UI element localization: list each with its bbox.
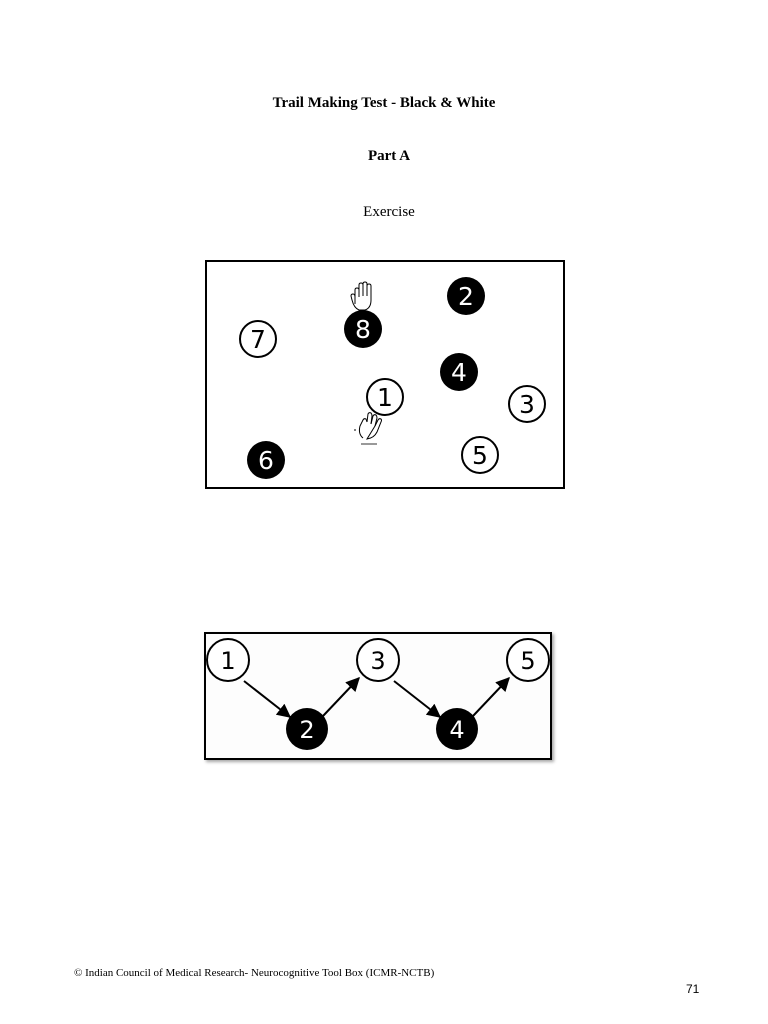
exercise-diagram: 2 8 7 4 1 3 5 6 bbox=[239, 277, 546, 479]
svg-text:1: 1 bbox=[377, 383, 393, 412]
circle-8: 8 bbox=[344, 310, 382, 348]
svg-text:1: 1 bbox=[220, 647, 235, 675]
arrow-1-to-2 bbox=[243, 680, 292, 718]
svg-text:5: 5 bbox=[520, 647, 535, 675]
svg-text:4: 4 bbox=[451, 358, 467, 387]
svg-text:2: 2 bbox=[299, 716, 314, 744]
exercise-box: 2 8 7 4 1 3 5 6 bbox=[205, 260, 565, 489]
sample-path-box: 1 2 3 4 5 bbox=[204, 632, 552, 760]
circle-5: 5 bbox=[461, 436, 499, 474]
page-title: Trail Making Test - Black & White bbox=[272, 95, 496, 111]
svg-text:3: 3 bbox=[370, 647, 385, 675]
sample-circle-1: 1 bbox=[206, 638, 250, 682]
circle-4: 4 bbox=[440, 353, 478, 391]
svg-text:6: 6 bbox=[258, 446, 274, 475]
hand-end-icon bbox=[350, 281, 372, 311]
circle-3: 3 bbox=[508, 385, 546, 423]
sample-circle-2: 2 bbox=[286, 708, 328, 750]
copyright-footer: © Indian Council of Medical Research- Ne… bbox=[74, 967, 435, 979]
part-heading: Part A bbox=[367, 148, 411, 164]
circle-6: 6 bbox=[247, 441, 285, 479]
circle-2: 2 bbox=[447, 277, 485, 315]
sample-circle-3: 3 bbox=[356, 638, 400, 682]
page-number: 71 bbox=[686, 982, 700, 996]
arrow-4-to-5 bbox=[472, 676, 510, 717]
circle-1: 1 bbox=[366, 378, 404, 416]
svg-text:2: 2 bbox=[458, 282, 474, 311]
arrow-3-to-4 bbox=[393, 680, 442, 718]
sample-path-diagram: 1 2 3 4 5 bbox=[206, 638, 550, 750]
svg-text:4: 4 bbox=[449, 716, 464, 744]
svg-text:5: 5 bbox=[472, 441, 488, 470]
circle-7: 7 bbox=[239, 320, 277, 358]
svg-text:8: 8 bbox=[355, 315, 371, 344]
svg-text:3: 3 bbox=[519, 390, 535, 419]
exercise-heading: Exercise bbox=[363, 204, 415, 220]
sample-circle-4: 4 bbox=[436, 708, 478, 750]
arrow-2-to-3 bbox=[322, 676, 360, 717]
svg-text:7: 7 bbox=[250, 325, 266, 354]
hand-start-icon bbox=[354, 412, 382, 445]
sample-circle-5: 5 bbox=[506, 638, 550, 682]
